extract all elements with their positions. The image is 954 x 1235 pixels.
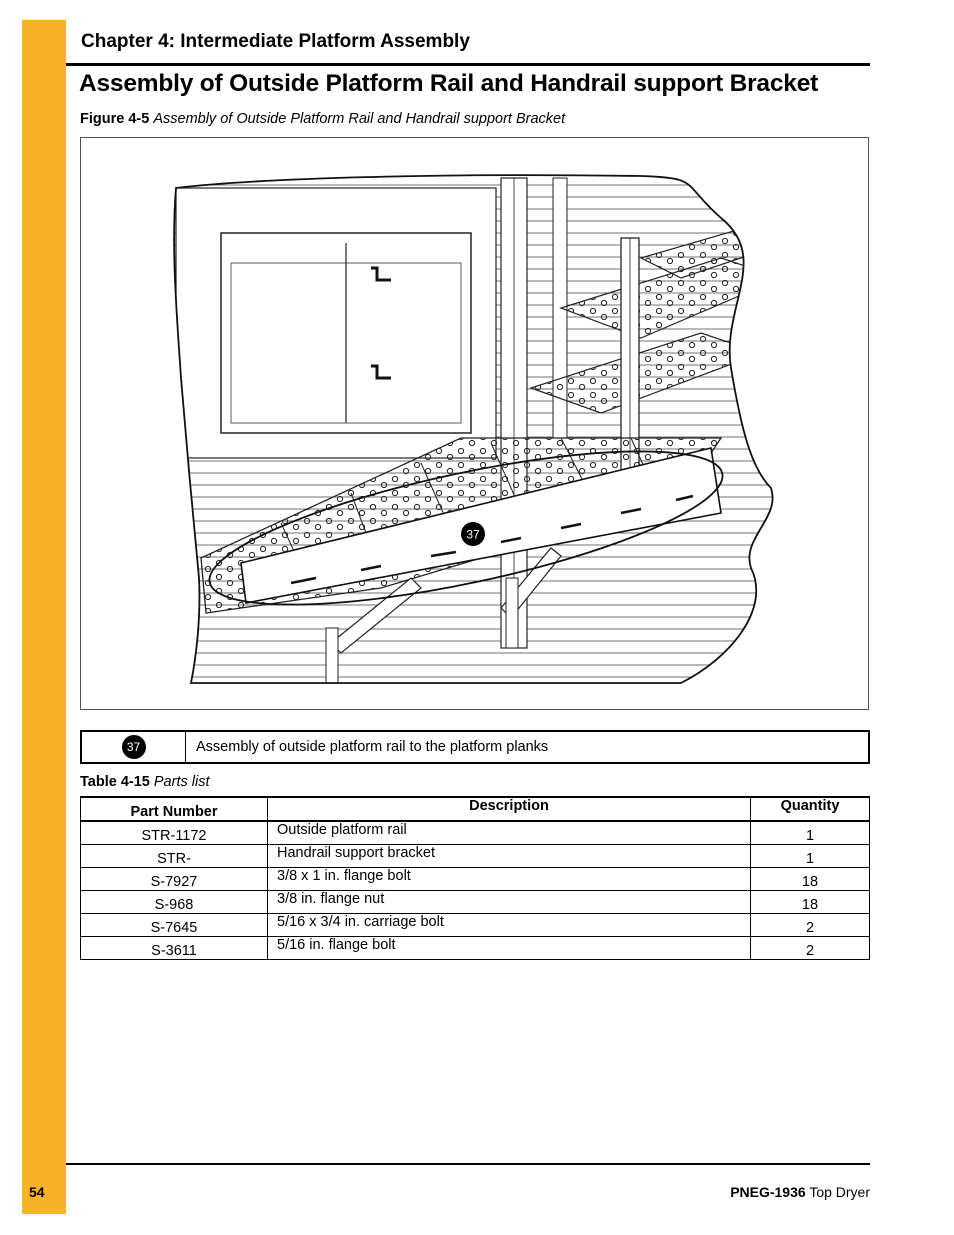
assembly-illustration: 37 xyxy=(80,137,869,710)
table-row: S-968 3/8 in. flange nut 18 xyxy=(80,890,870,914)
parts-table: Part Number Description Quantity STR-117… xyxy=(80,796,870,960)
svg-text:37: 37 xyxy=(466,528,480,542)
callout-description: Assembly of outside platform rail to the… xyxy=(196,739,549,755)
page-number: 54 xyxy=(29,1184,45,1200)
part-quantity: 2 xyxy=(750,936,870,960)
chapter-color-bar xyxy=(22,20,66,1214)
part-number: S-7645 xyxy=(80,913,268,937)
part-description: Handrail support bracket xyxy=(267,844,751,868)
part-quantity: 1 xyxy=(750,820,870,845)
part-number: S-3611 xyxy=(80,936,268,960)
header-quantity: Quantity xyxy=(750,796,870,822)
document-name: Top Dryer xyxy=(809,1184,870,1200)
platform-drawing: 37 xyxy=(173,174,774,684)
header-part-number: Part Number xyxy=(80,796,268,822)
part-number: STR- xyxy=(80,844,268,868)
part-quantity: 18 xyxy=(750,890,870,914)
part-number: STR-1172 xyxy=(80,820,268,845)
part-quantity: 1 xyxy=(750,844,870,868)
part-quantity: 2 xyxy=(750,913,870,937)
table-row: S-7927 3/8 x 1 in. flange bolt 18 xyxy=(80,867,870,891)
document-id: PNEG-1936 Top Dryer xyxy=(730,1184,870,1200)
part-description: 3/8 x 1 in. flange bolt xyxy=(267,867,751,891)
table-row: S-3611 5/16 in. flange bolt 2 xyxy=(80,936,870,960)
figure-label: Figure 4-5 xyxy=(80,111,150,127)
table-row: STR-1172 Outside platform rail 1 xyxy=(80,820,870,845)
document-code: PNEG-1936 xyxy=(730,1184,806,1200)
part-description: 5/16 in. flange bolt xyxy=(267,936,751,960)
figure-caption-text: Assembly of Outside Platform Rail and Ha… xyxy=(153,111,566,127)
table-row: STR- Handrail support bracket 1 xyxy=(80,844,870,868)
footer-rule xyxy=(66,1163,870,1165)
part-number: S-7927 xyxy=(80,867,268,891)
chapter-heading: Chapter 4: Intermediate Platform Assembl… xyxy=(81,31,470,52)
part-description: 5/16 x 3/4 in. carriage bolt xyxy=(267,913,751,937)
part-number: S-968 xyxy=(80,890,268,914)
highlight-ellipse xyxy=(208,450,724,606)
table-header-row: Part Number Description Quantity xyxy=(80,796,870,822)
table-caption: Table 4-15 Parts list xyxy=(80,774,209,790)
callout-table: 37 Assembly of outside platform rail to … xyxy=(80,730,870,764)
figure-caption: Figure 4-5 Assembly of Outside Platform … xyxy=(80,111,565,127)
callout-number-cell: 37 xyxy=(82,732,186,762)
section-title: Assembly of Outside Platform Rail and Ha… xyxy=(79,70,819,97)
header-description: Description xyxy=(267,796,751,822)
table-row: S-7645 5/16 x 3/4 in. carriage bolt 2 xyxy=(80,913,870,937)
table-label: Table 4-15 xyxy=(80,774,150,790)
callout-badge: 37 xyxy=(121,735,146,759)
part-description: 3/8 in. flange nut xyxy=(267,890,751,914)
table-caption-text: Parts list xyxy=(153,774,210,790)
part-quantity: 18 xyxy=(750,867,870,891)
part-description: Outside platform rail xyxy=(267,820,751,845)
header-rule xyxy=(66,63,870,66)
callout-37: 37 xyxy=(461,522,485,546)
